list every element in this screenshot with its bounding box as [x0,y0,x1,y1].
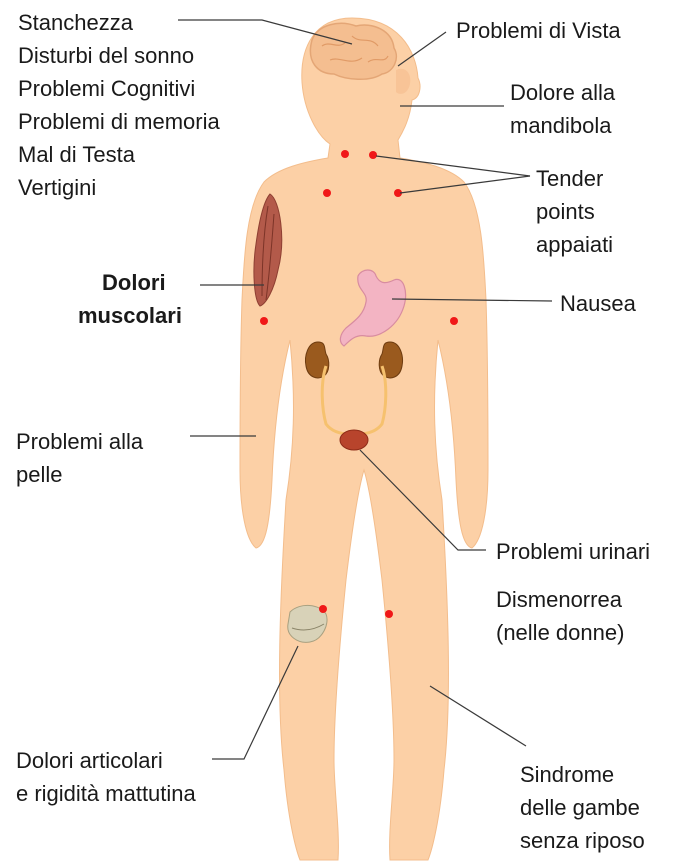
tender-point-dot [385,610,393,618]
tender-points-label: Tender points appaiati [536,162,613,261]
dysmenorrhea-label: Dismenorrea (nelle donne) [496,583,624,649]
urinary-problems-label: Problemi urinari [496,535,650,568]
tender-point-dot [323,189,331,197]
restless-legs-label: Sindrome delle gambe senza riposo [520,758,645,857]
jaw-pain-label: Dolore alla mandibola [510,76,615,142]
bladder-icon [340,430,368,450]
nausea-label: Nausea [560,287,636,320]
tender-point-dot [260,317,268,325]
vision-problems-label: Problemi di Vista [456,14,621,47]
tender-point-dot [319,605,327,613]
symptom-memory: Problemi di memoria [18,105,220,138]
brain-icon [310,23,396,79]
skin-problems-label: Problemi alla pelle [16,425,143,491]
symptom-fatigue: Stanchezza [18,6,220,39]
symptom-headache: Mal di Testa [18,138,220,171]
tender-point-dot [369,151,377,159]
symptom-cognitive: Problemi Cognitivi [18,72,220,105]
head-symptoms-label: Stanchezza Disturbi del sonno Problemi C… [18,6,220,204]
tender-point-dot [450,317,458,325]
tender-point-dot [341,150,349,158]
symptom-sleep-disorders: Disturbi del sonno [18,39,220,72]
joint-pain-label: Dolori articolari e rigidità mattutina [16,744,196,810]
muscle-pain-label: Dolori muscolari [78,266,182,332]
symptom-dizziness: Vertigini [18,171,220,204]
